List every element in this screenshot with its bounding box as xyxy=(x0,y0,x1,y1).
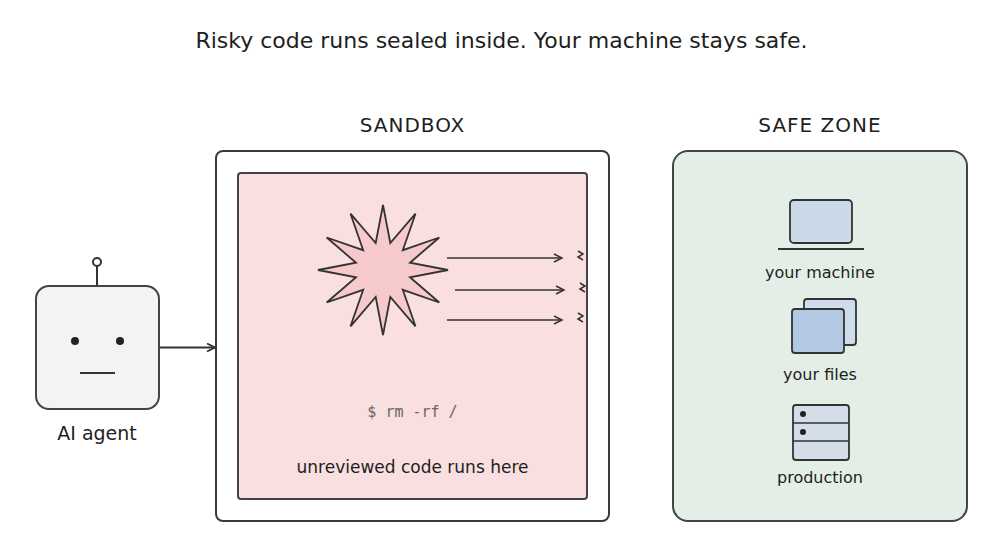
danger-area: $ rm -rf / unreviewed code runs here xyxy=(237,172,588,500)
robot-antenna-tip xyxy=(93,258,101,266)
flow-arrow xyxy=(160,347,215,349)
icon-caption: your machine xyxy=(740,263,900,282)
agent-label: AI agent xyxy=(12,422,182,445)
sandbox-box: SANDBOX$ rm -rf /unreviewed code runs he… xyxy=(215,150,610,522)
robot-antenna xyxy=(96,266,98,285)
command-text: $ rm -rf / xyxy=(239,403,586,421)
diagram-title: Risky code runs sealed inside. Your mach… xyxy=(0,28,1003,54)
area-caption: unreviewed code runs here xyxy=(239,457,586,477)
zone-heading: SANDBOX xyxy=(217,113,608,137)
icon-caption: your files xyxy=(740,365,900,384)
agent-box: AI agent xyxy=(35,285,160,410)
icon-caption: production xyxy=(740,468,900,487)
zone-heading: SAFE ZONE xyxy=(674,113,966,137)
safe-zone-box: SAFE ZONE xyxy=(672,150,968,522)
